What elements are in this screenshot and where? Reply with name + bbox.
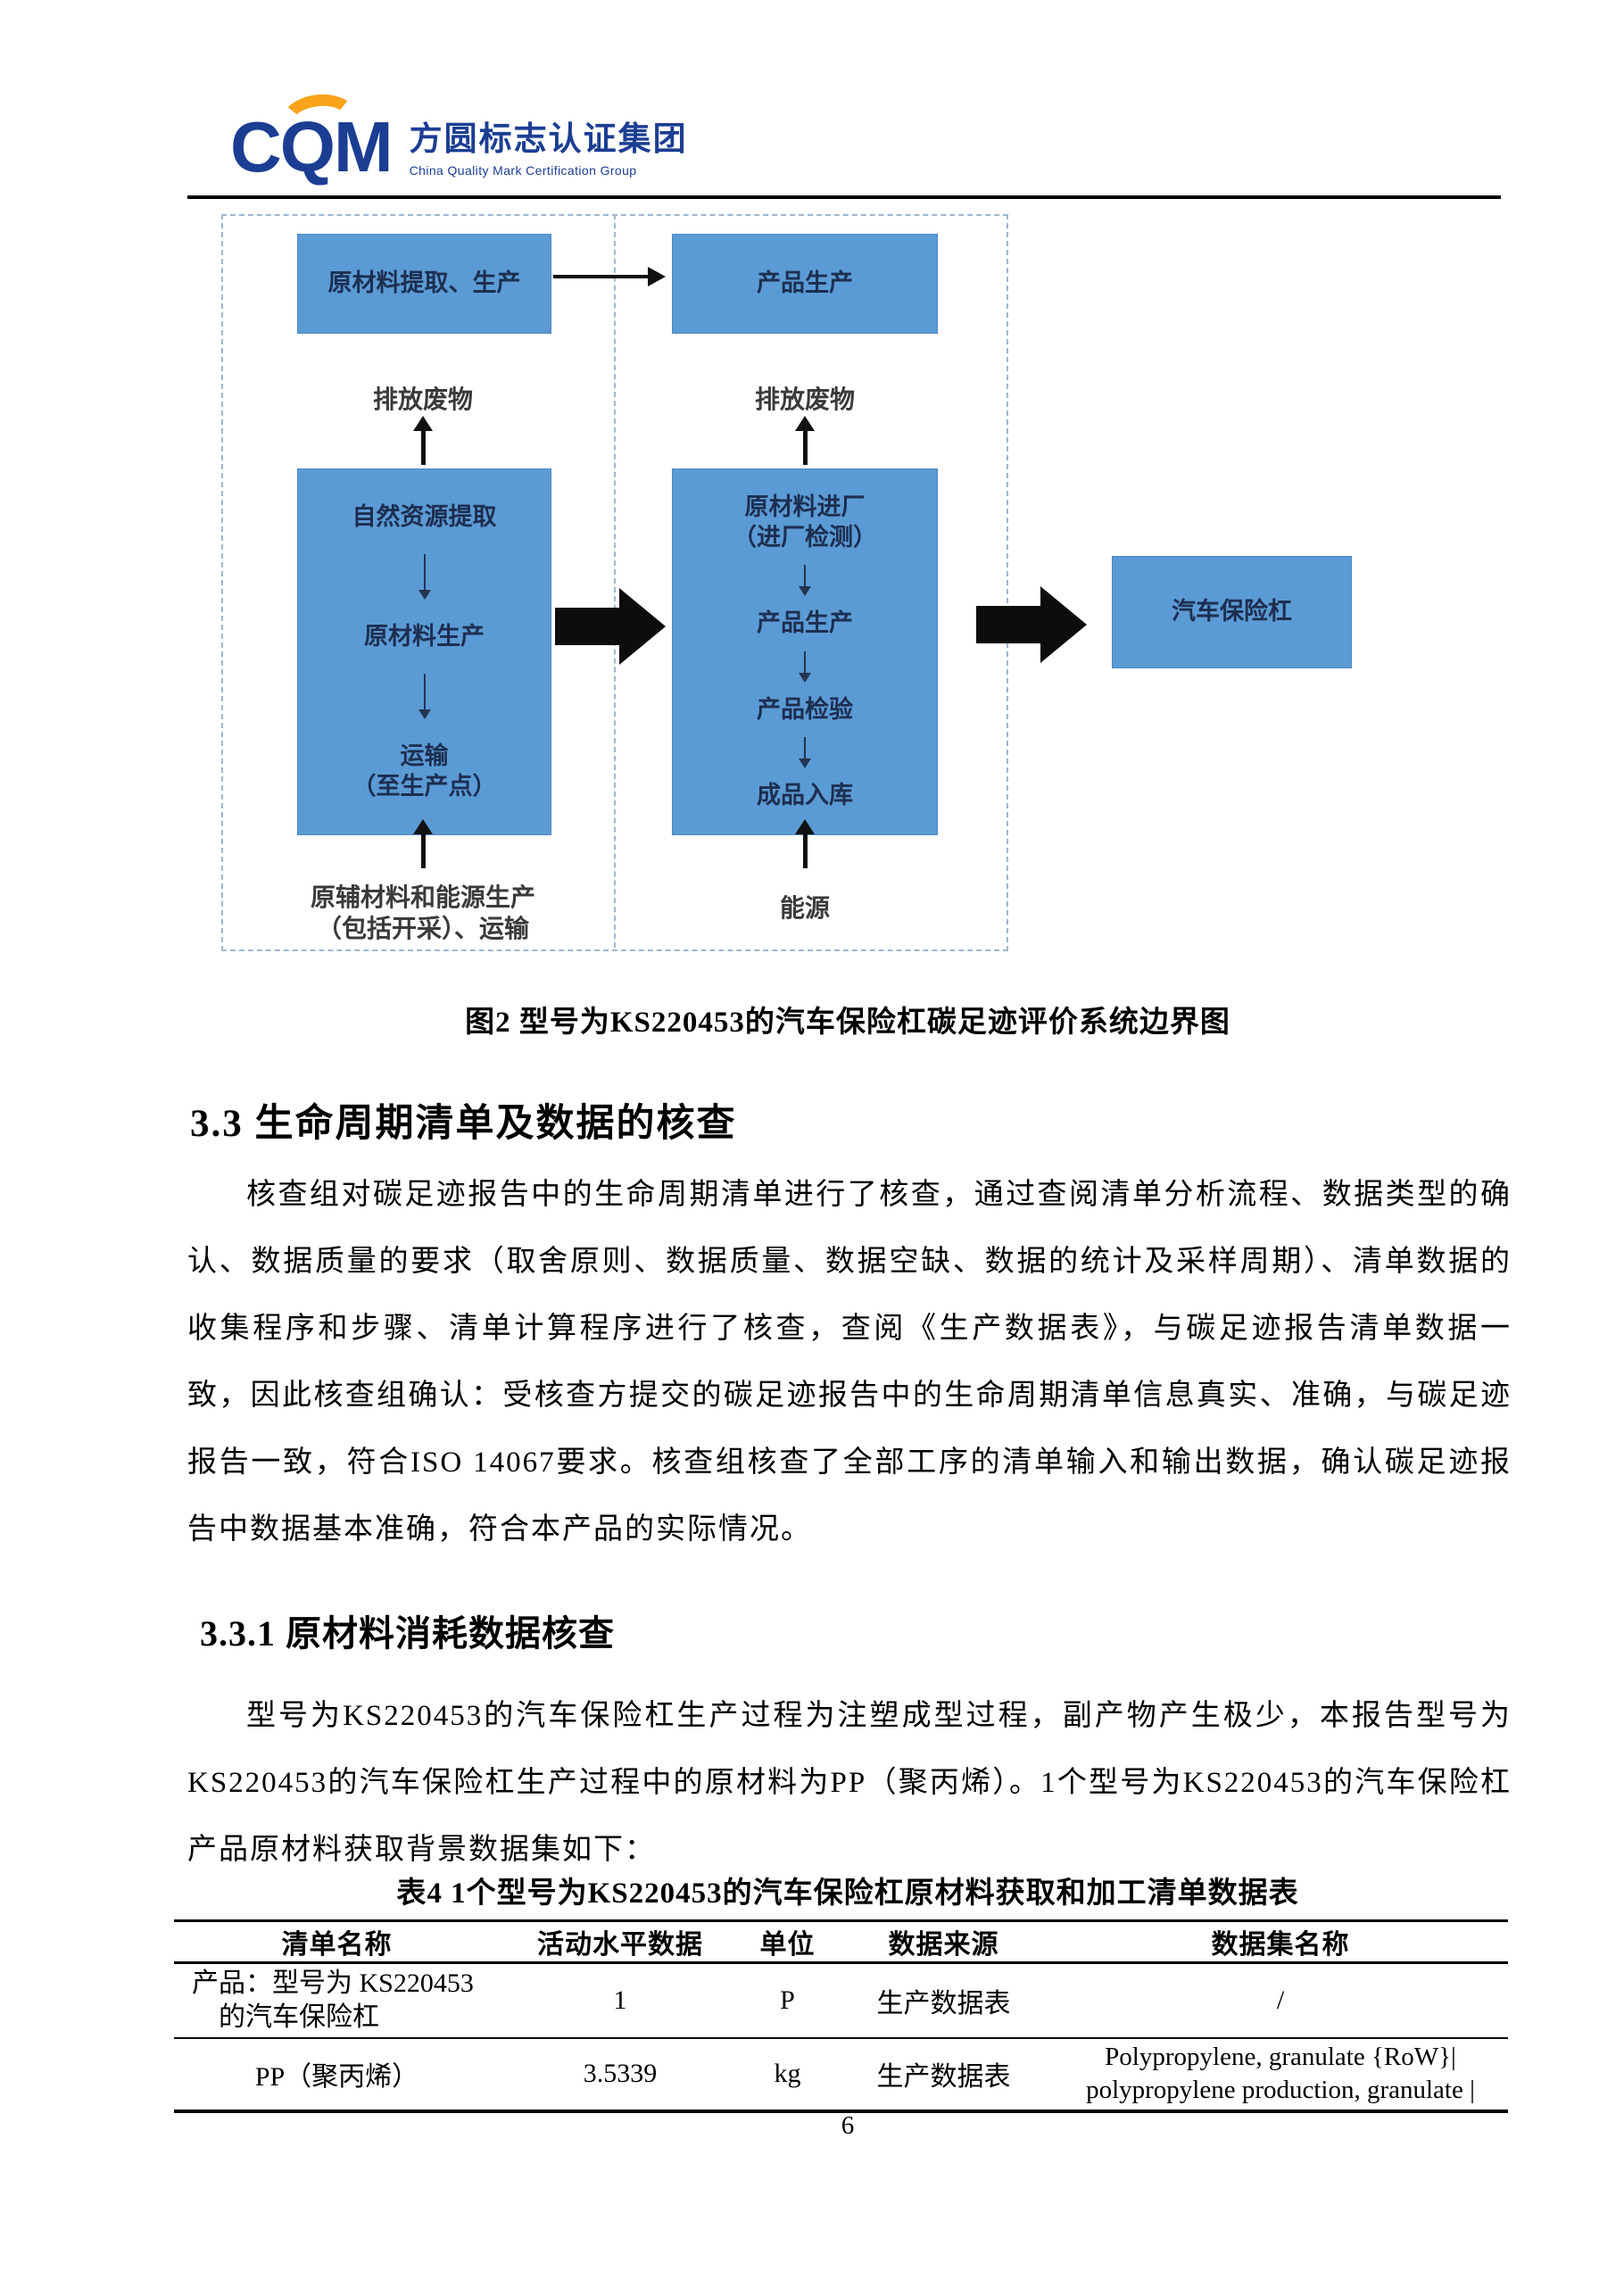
logo-text-block: 方圆标志认证集团 China Quality Mark Certificatio… <box>410 109 688 178</box>
arrow-up-icon <box>795 819 815 868</box>
table-row-product: 产品：型号为 KS220453 的汽车保险杠 1 P 生产数据表 / <box>174 1963 1508 2038</box>
col-header-unit: 单位 <box>759 1930 816 1960</box>
page-number: 6 <box>841 2111 855 2140</box>
arrow-right-icon <box>553 267 666 286</box>
thick-arrow-right-icon <box>976 586 1087 663</box>
step-material-inbound: 原材料进厂 （进厂检测） <box>733 493 877 551</box>
section-3-3-paragraph: 核查组对碳足迹报告中的生命周期清单进行了核查，通过查阅清单分析流程、数据类型的确… <box>187 1179 1512 1546</box>
arrow-up-icon <box>413 819 433 868</box>
step-product-inspection: 产品检验 <box>757 695 853 723</box>
figure-2-caption: 图2 型号为KS220453的汽车保险杠碳足迹评价系统边界图 <box>465 1007 1230 1039</box>
cqm-acronym: CQM <box>230 107 394 186</box>
thick-arrow-right-icon <box>555 588 666 665</box>
arrow-down-icon <box>799 565 811 597</box>
arrow-down-icon <box>418 554 431 601</box>
cell-pp-value: 3.5339 <box>583 2059 658 2089</box>
arrow-down-icon <box>418 674 431 720</box>
arrow-down-icon <box>799 737 811 769</box>
cell-product-dataset: / <box>1276 1985 1285 2015</box>
box-label: 原材料提取、生产 <box>327 269 521 297</box>
step-raw-material-production: 原材料生产 <box>364 622 485 650</box>
cell-product-unit: P <box>780 1985 795 2015</box>
cqm-logo: CQM 方圆标志认证集团 China Quality Mark Certific… <box>230 90 688 186</box>
step-natural-resource-extraction: 自然资源提取 <box>352 502 497 530</box>
step-transport: 运输 （至生产点） <box>352 742 497 800</box>
inventory-data-table: 清单名称 活动水平数据 单位 数据来源 数据集名称 产品：型号为 KS22045… <box>174 1919 1508 2113</box>
cell-product-source: 生产数据表 <box>876 1988 1011 2018</box>
arrow-down-icon <box>799 651 811 683</box>
header-divider <box>187 195 1501 199</box>
cell-product-name: 产品：型号为 KS220453 的汽车保险杠 <box>192 1969 474 2032</box>
cqm-wordmark: CQM <box>230 90 394 186</box>
box-car-bumper-output: 汽车保险杠 <box>1112 556 1352 668</box>
step-product-production: 产品生产 <box>757 609 853 637</box>
section-3-3-1-paragraph: 型号为KS220453的汽车保险杠生产过程为注塑成型过程，副产物产生极少，本报告… <box>187 1700 1512 1866</box>
table-4-caption: 表4 1个型号为KS220453的汽车保险杠原材料获取和加工清单数据表 <box>396 1877 1299 1910</box>
cell-pp-source: 生产数据表 <box>876 2062 1011 2093</box>
cell-pp-dataset: Polypropylene, granulate {RoW}| polyprop… <box>1086 2042 1475 2105</box>
boundary-divider-dashed-line <box>614 214 616 948</box>
table-header-row: 清单名称 活动水平数据 单位 数据来源 数据集名称 <box>174 1921 1508 1963</box>
section-3-3-heading: 3.3 生命周期清单及数据的核查 <box>190 1103 737 1145</box>
cell-pp-name: PP（聚丙烯） <box>254 2062 419 2093</box>
step-finished-goods-storage: 成品入库 <box>757 782 853 809</box>
box-left-process-chain: 自然资源提取 原材料生产 运输 （至生产点） <box>297 468 551 835</box>
logo-english-name: China Quality Mark Certification Group <box>409 163 637 178</box>
section-3-3-1-heading: 3.3.1 原材料消耗数据核查 <box>200 1613 615 1654</box>
waste-emission-label-left: 排放废物 <box>372 385 473 413</box>
table-row-pp: PP（聚丙烯） 3.5339 kg 生产数据表 Polypropylene, g… <box>174 2038 1508 2111</box>
box-product-production-top: 产品生产 <box>672 234 938 334</box>
box-right-process-chain: 原材料进厂 （进厂检测） 产品生产 产品检验 成品入库 <box>672 468 938 835</box>
cell-pp-unit: kg <box>774 2059 801 2089</box>
logo-chinese-name: 方圆标志认证集团 <box>409 120 688 157</box>
box-label: 汽车保险杠 <box>1172 598 1292 626</box>
energy-label: 能源 <box>779 894 830 922</box>
box-raw-material-extraction: 原材料提取、生产 <box>297 234 551 334</box>
cell-product-value: 1 <box>613 1985 627 2015</box>
col-header-activity-level: 活动水平数据 <box>537 1930 703 1960</box>
arrow-up-icon <box>795 416 815 465</box>
auxiliary-materials-energy-label: 原辅材料和能源生产 （包括开采）、运输 <box>310 883 535 942</box>
waste-emission-label-right: 排放废物 <box>754 385 855 413</box>
arrow-up-icon <box>413 416 433 465</box>
col-header-inventory-name: 清单名称 <box>281 1930 393 1960</box>
box-label: 产品生产 <box>757 269 853 297</box>
col-header-dataset-name: 数据集名称 <box>1211 1930 1350 1960</box>
col-header-data-source: 数据来源 <box>888 1930 999 1960</box>
